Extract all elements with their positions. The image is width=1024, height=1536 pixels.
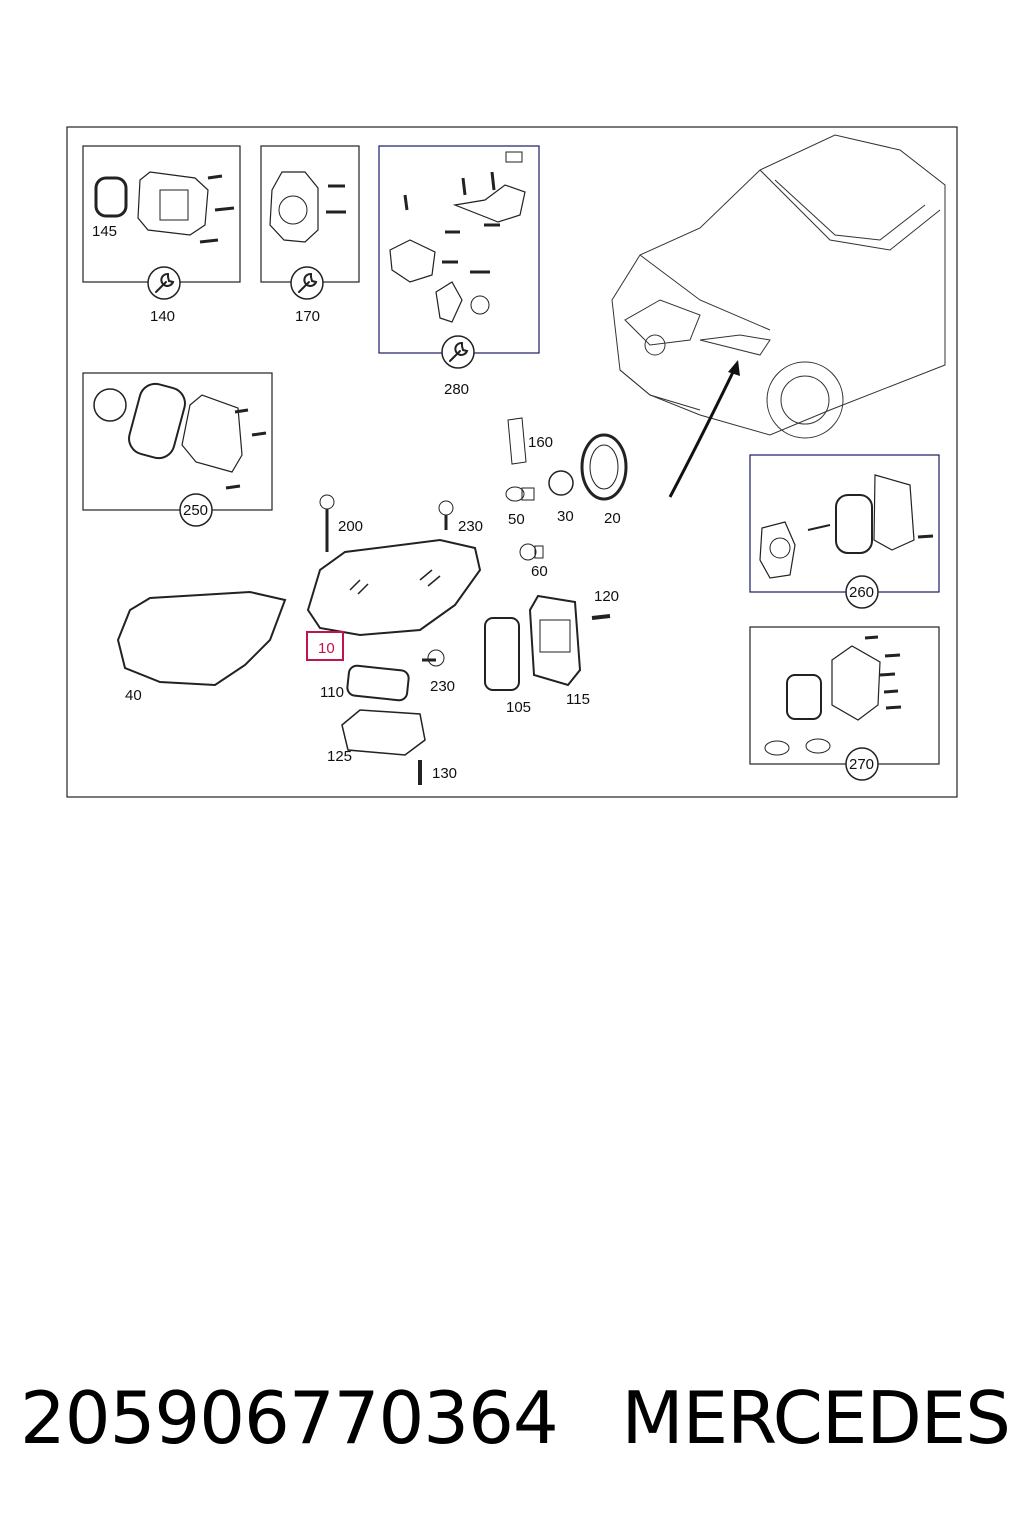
part-label-10-box bbox=[306, 631, 344, 661]
part-label-50: 50 bbox=[508, 511, 525, 528]
part-label-230-upper: 230 bbox=[458, 518, 483, 535]
label-sticker-160: 160 bbox=[507, 417, 553, 465]
part-label-145: 145 bbox=[92, 223, 117, 240]
group-140: 145 140 bbox=[82, 145, 241, 325]
part-label-250: 250 bbox=[183, 502, 208, 519]
screw-230-upper: 230 bbox=[438, 500, 483, 535]
control-unit-125: 125 bbox=[327, 709, 426, 765]
wrench-icon bbox=[147, 266, 181, 300]
bulb-50: 50 bbox=[505, 486, 535, 528]
screw-230-lower: 230 bbox=[422, 649, 455, 695]
footer: 205906770364 MERCEDES bbox=[20, 1368, 1011, 1468]
screw-200: 200 bbox=[319, 494, 363, 552]
diagram-frame bbox=[66, 126, 958, 798]
group-260: 260 bbox=[749, 454, 940, 609]
gasket-110: 110 bbox=[320, 664, 410, 702]
part-label-10: 10 bbox=[318, 640, 335, 657]
part-label-140: 140 bbox=[150, 308, 175, 325]
part-label-160: 160 bbox=[528, 434, 553, 451]
part-label-200: 200 bbox=[338, 518, 363, 535]
group-250: 250 bbox=[82, 372, 273, 527]
group-270: 270 bbox=[749, 626, 940, 781]
part-label-60: 60 bbox=[531, 563, 548, 580]
part-label-105: 105 bbox=[506, 699, 531, 716]
bolt-130: 130 bbox=[418, 760, 457, 785]
gasket-105: 105 bbox=[484, 617, 531, 716]
screw-120: 120 bbox=[591, 588, 619, 620]
part-number: 205906770364 bbox=[20, 1376, 559, 1460]
cover-ring-20: 20 bbox=[580, 433, 628, 527]
location-arrow bbox=[668, 367, 737, 498]
part-label-20: 20 bbox=[604, 510, 621, 527]
wrench-icon bbox=[441, 335, 475, 369]
headlight-housing-40: 40 bbox=[116, 590, 287, 704]
headlight-assembly-10: 10 bbox=[306, 538, 482, 661]
cap-30: 30 bbox=[548, 470, 574, 525]
part-label-260: 260 bbox=[849, 584, 874, 601]
part-label-30: 30 bbox=[557, 508, 574, 525]
bulb-60: 60 bbox=[519, 543, 548, 580]
part-label-115: 115 bbox=[566, 691, 590, 708]
part-label-125: 125 bbox=[327, 748, 352, 765]
group-170: 170 bbox=[260, 145, 360, 325]
parts-diagram: 145 140 170 280 bbox=[66, 126, 958, 798]
part-label-230-lower: 230 bbox=[430, 678, 455, 695]
part-label-130: 130 bbox=[432, 765, 457, 782]
control-module-115: 115 bbox=[528, 594, 590, 708]
brand-name: MERCEDES bbox=[621, 1376, 1011, 1460]
part-label-110: 110 bbox=[320, 684, 344, 701]
part-label-170: 170 bbox=[295, 308, 320, 325]
part-label-270: 270 bbox=[849, 756, 874, 773]
part-label-40: 40 bbox=[125, 687, 142, 704]
car-illustration bbox=[611, 134, 946, 439]
group-280: 280 bbox=[378, 145, 540, 398]
wrench-icon bbox=[290, 266, 324, 300]
part-label-120: 120 bbox=[594, 588, 619, 605]
part-label-280: 280 bbox=[444, 381, 469, 398]
